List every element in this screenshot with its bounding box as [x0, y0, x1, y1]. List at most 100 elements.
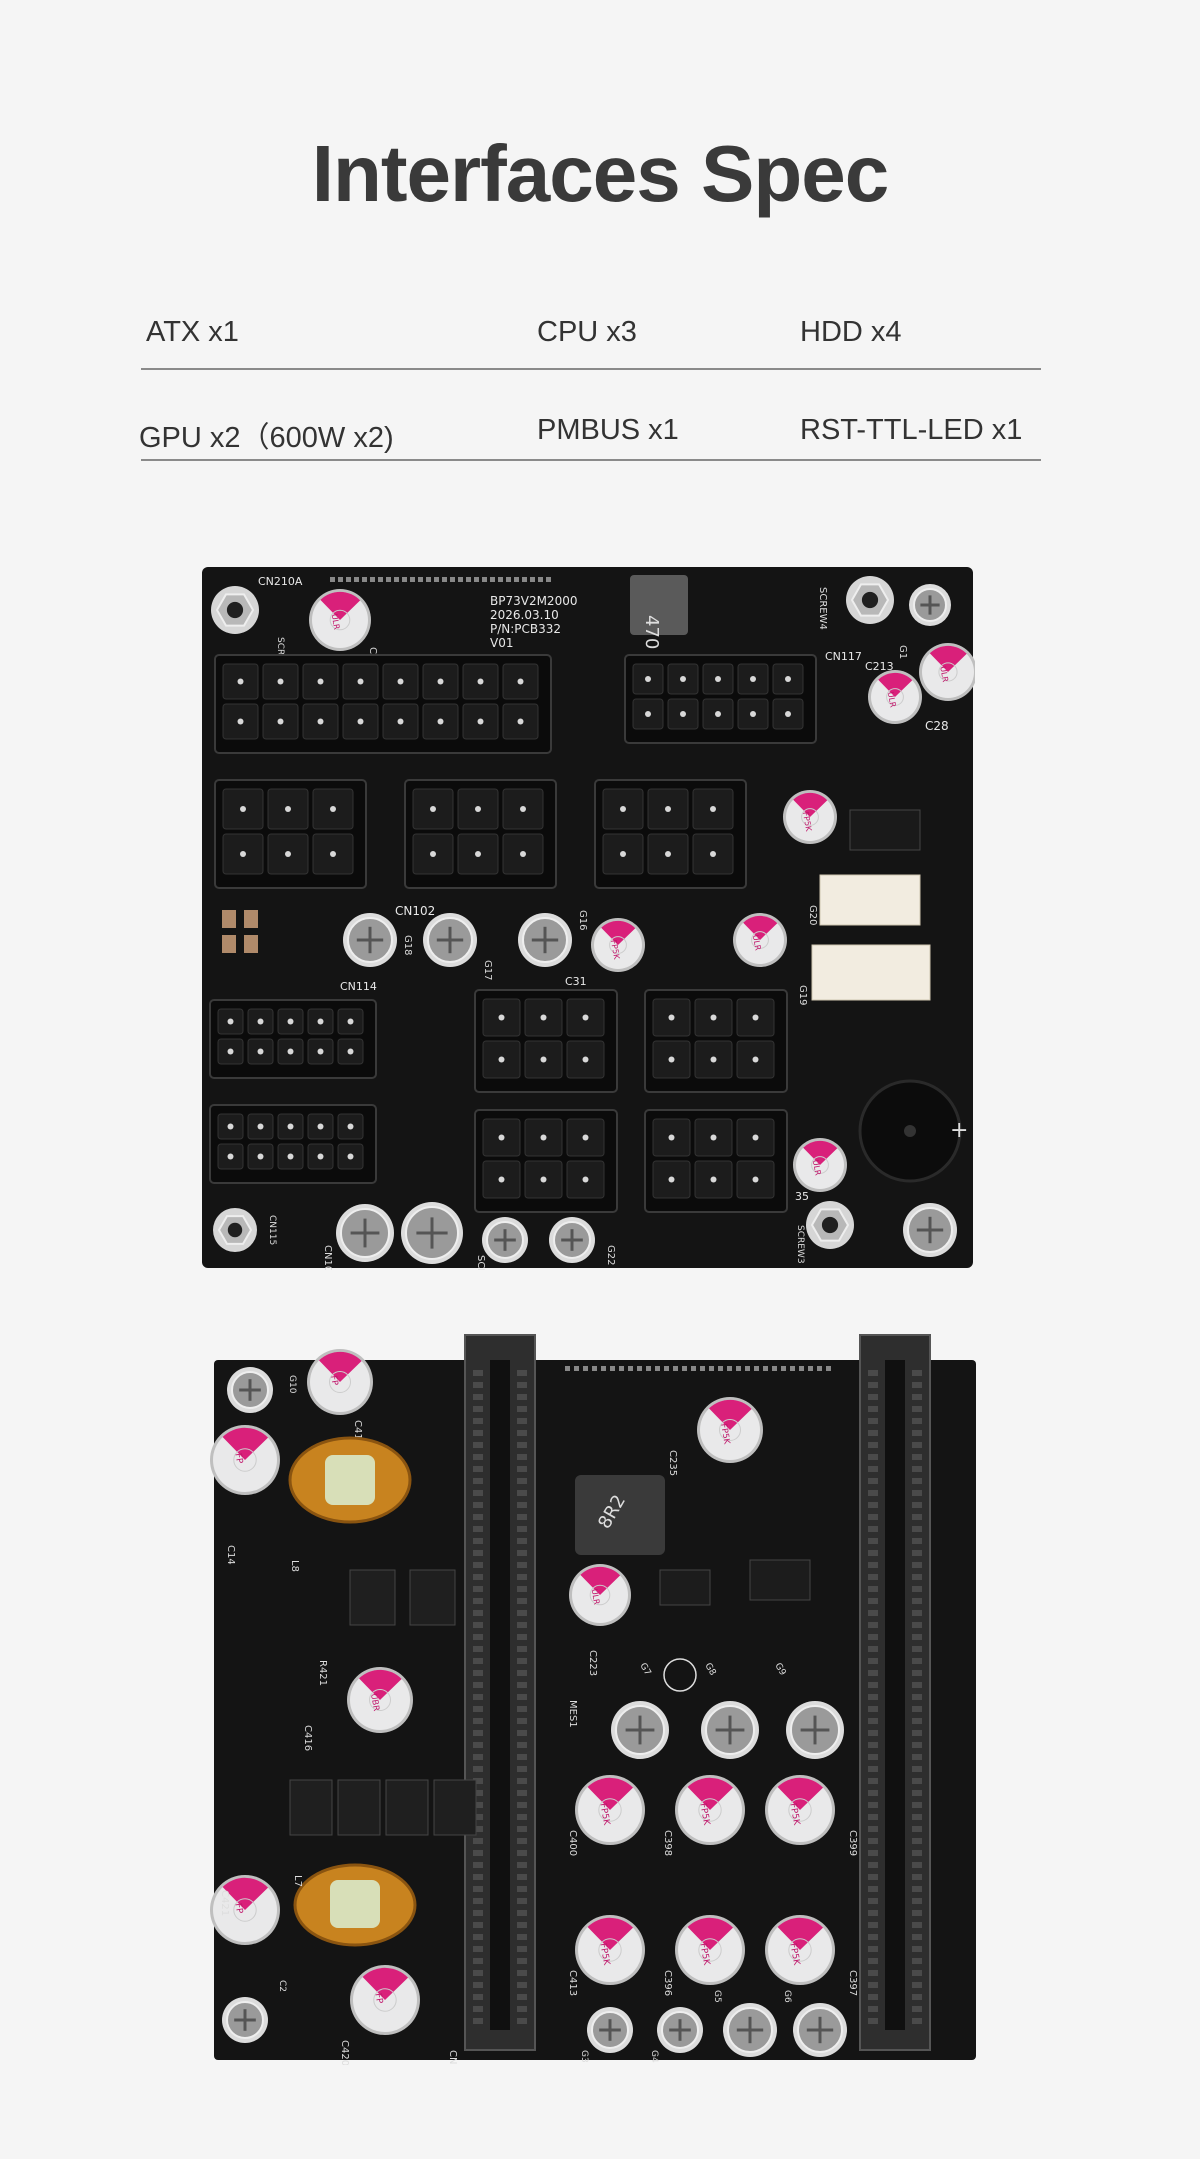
silkscreen-label: C399 — [847, 1830, 858, 1856]
header-pin — [817, 1366, 822, 1371]
header-pin — [700, 1366, 705, 1371]
silkscreen-label: CN117 — [825, 650, 862, 663]
capacitor: FP — [210, 1425, 280, 1495]
screw — [793, 2003, 847, 2057]
header-pin — [826, 1366, 831, 1371]
capacitor: FP5K — [675, 1775, 745, 1845]
header-pin — [682, 1366, 687, 1371]
capacitor: FP5K — [591, 918, 645, 972]
header-pin — [574, 1366, 579, 1371]
header-pin — [565, 1366, 570, 1371]
silkscreen-label: CN102 — [395, 904, 435, 918]
header-pin — [514, 577, 519, 582]
silkscreen-label: G16 — [577, 910, 588, 930]
power-connector — [644, 1109, 788, 1213]
header-pin — [763, 1366, 768, 1371]
header-pin — [655, 1366, 660, 1371]
capacitor-label: FP5K — [697, 1802, 711, 1827]
header-pin — [601, 1366, 606, 1371]
buzzer-polarity: + — [950, 1118, 968, 1143]
header-pin — [546, 577, 551, 582]
capacitor: FP5K — [675, 1915, 745, 1985]
silkscreen-label: C398 — [662, 1830, 673, 1856]
header-pin — [718, 1366, 723, 1371]
silkscreen-label: CN115 — [267, 1215, 277, 1245]
silkscreen-label: G6 — [782, 1990, 792, 2003]
header-pin — [442, 577, 447, 582]
header-pin — [790, 1366, 795, 1371]
silkscreen-label: C413 — [567, 1970, 578, 1996]
spec-divider — [141, 368, 1041, 370]
silkscreen-label: 35 — [795, 1190, 809, 1203]
silkscreen-label: C396 — [662, 1970, 673, 1996]
capacitor: FP5K — [697, 1397, 763, 1463]
page-title: Interfaces Spec — [311, 129, 889, 218]
silkscreen-label: C397 — [847, 1970, 858, 1996]
capacitor: ULR — [793, 1138, 847, 1192]
power-connector — [209, 1104, 377, 1184]
screw — [723, 2003, 777, 2057]
screw — [222, 1997, 268, 2043]
header-pin — [418, 577, 423, 582]
inductor — [630, 575, 688, 635]
standoff — [213, 1208, 257, 1252]
power-connector — [474, 989, 618, 1093]
capacitor-label: ULR — [330, 613, 342, 631]
silkscreen-label: SCREW2 — [475, 1255, 486, 1270]
silkscreen-label: G3 — [579, 2050, 589, 2063]
header-pin — [610, 1366, 615, 1371]
silkscreen-label: P/N:PCB332 — [490, 622, 561, 636]
silkscreen-label: C213 — [865, 660, 894, 673]
inductor-label: 470 — [641, 615, 662, 649]
silkscreen-label: G1 — [897, 645, 908, 659]
silkscreen-label: G4 — [649, 2050, 659, 2063]
mosfet — [385, 1779, 429, 1836]
silkscreen-label: L8 — [289, 1560, 300, 1572]
silkscreen-label: C28 — [925, 719, 949, 733]
standoff — [211, 586, 259, 634]
screw — [482, 1217, 528, 1263]
silkscreen-label: V01 — [490, 636, 513, 650]
mosfet — [289, 1779, 333, 1836]
standoff — [806, 1201, 854, 1249]
capacitor: ULR — [919, 643, 975, 701]
silkscreen-label: G22 — [605, 1245, 616, 1265]
silkscreen-label: C416 — [302, 1725, 313, 1751]
capacitor: UBR — [347, 1667, 413, 1733]
header-pin — [772, 1366, 777, 1371]
power-connector — [474, 1109, 618, 1213]
spec-hdd: HDD x4 — [800, 316, 902, 348]
screw — [343, 913, 397, 967]
header-pin — [402, 577, 407, 582]
spec-divider — [141, 459, 1041, 461]
mosfet — [409, 1569, 456, 1626]
screw — [549, 1217, 595, 1263]
edge-connector — [464, 1334, 536, 2051]
silkscreen-label: CN105 — [322, 1245, 333, 1270]
capacitor-label: FP5K — [719, 1423, 733, 1446]
capacitor-label: FP — [329, 1375, 341, 1386]
capacitor: ULR — [569, 1564, 631, 1626]
capacitor-label: FP5K — [597, 1802, 611, 1827]
screw — [401, 1202, 463, 1264]
header-pin — [799, 1366, 804, 1371]
capacitor: ULR — [309, 589, 371, 651]
silkscreen-label: CN210A — [258, 575, 303, 588]
capacitor: FP — [350, 1965, 420, 2035]
pcb-board-top: ULRULR470CN210ASCREW1C214BP73V2M20002026… — [202, 567, 975, 1270]
screw — [786, 1701, 844, 1759]
power-connector — [624, 654, 817, 744]
standoff — [846, 576, 894, 624]
silkscreen-label: G18 — [402, 935, 413, 955]
power-connector — [644, 989, 788, 1093]
header-pin — [637, 1366, 642, 1371]
spec-rst-ttl-led: RST-TTL-LED x1 — [800, 414, 1023, 446]
header-pin — [346, 577, 351, 582]
silkscreen-label: R421 — [317, 1660, 328, 1686]
capacitor: FP5K — [765, 1915, 835, 1985]
header-pin — [426, 577, 431, 582]
header-pin — [646, 1366, 651, 1371]
capacitor-label: FP — [232, 1902, 244, 1915]
silkscreen-label: CN114 — [340, 980, 377, 993]
edge-connector — [859, 1334, 931, 2051]
